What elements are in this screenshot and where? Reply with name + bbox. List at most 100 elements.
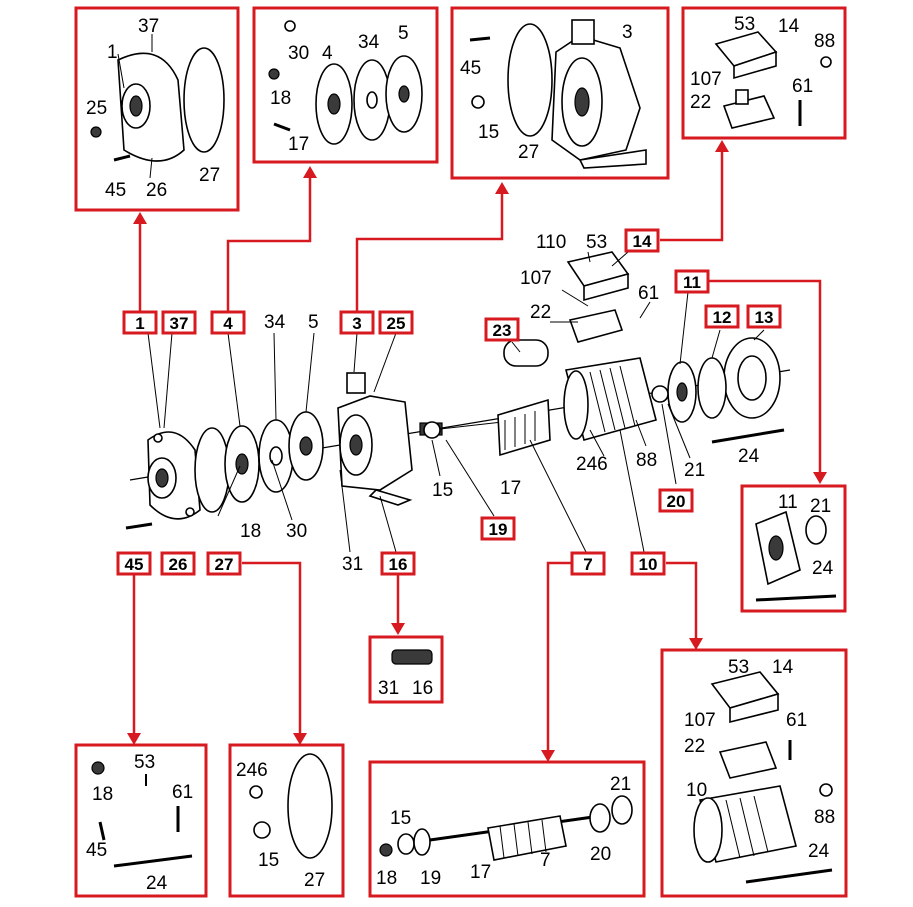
- label-246: 246: [576, 454, 608, 475]
- label-24: 24: [738, 446, 760, 467]
- part-box-4[interactable]: 4: [210, 310, 246, 335]
- svg-text:3: 3: [352, 314, 361, 333]
- label-18: 18: [240, 521, 261, 542]
- panel-pump-body-art: [469, 19, 647, 169]
- sp-label-61: 61: [172, 782, 193, 803]
- part-box-20[interactable]: 20: [658, 488, 694, 513]
- label-88: 88: [636, 450, 657, 471]
- capacitor-part[interactable]: [503, 339, 549, 367]
- part-box-13[interactable]: 13: [746, 304, 782, 329]
- connector-lines: [127, 140, 827, 762]
- gasket-ring[interactable]: [194, 427, 230, 513]
- terminal-box-part[interactable]: [566, 251, 630, 343]
- sl-label-15: 15: [258, 850, 279, 871]
- sl-label-246: 246: [236, 760, 268, 781]
- panel-motor-art: [693, 671, 833, 884]
- svg-text:14: 14: [633, 232, 652, 251]
- part-box-11[interactable]: 11: [674, 269, 710, 294]
- part-box-23[interactable]: 23: [484, 317, 520, 342]
- mt-label-24: 24: [808, 841, 830, 862]
- diffuser-part[interactable]: [258, 419, 294, 493]
- motor-body-part[interactable]: [563, 357, 657, 441]
- screw-part[interactable]: [125, 522, 153, 530]
- pump-body-part[interactable]: [337, 372, 413, 506]
- label-53: 53: [586, 232, 607, 253]
- sp-label-24: 24: [146, 873, 168, 894]
- stage-impeller-part[interactable]: [288, 411, 324, 481]
- part-box-37[interactable]: 37: [161, 310, 197, 335]
- rt-label-15: 15: [390, 808, 411, 829]
- panel-diffuser-art: [391, 649, 433, 665]
- rt-label-7: 7: [540, 850, 551, 871]
- df-label-16: 16: [412, 678, 433, 699]
- front-cover-part[interactable]: [147, 431, 201, 520]
- panel-rear-cover-art: [755, 510, 837, 602]
- part-box-45[interactable]: 45: [116, 551, 152, 576]
- imp-label-4: 4: [322, 43, 333, 64]
- svg-text:10: 10: [639, 555, 658, 574]
- fc-label-1: 1: [107, 42, 118, 63]
- sp-label-53: 53: [134, 752, 155, 773]
- part-box-3[interactable]: 3: [339, 310, 375, 335]
- part-box-7[interactable]: 7: [570, 551, 606, 576]
- part-box-25[interactable]: 25: [378, 310, 414, 335]
- fc-label-25: 25: [86, 98, 107, 119]
- label-17: 17: [500, 478, 521, 499]
- mt-label-107: 107: [684, 710, 716, 731]
- panel-rotor-art: [379, 795, 633, 861]
- imp-label-5: 5: [398, 23, 409, 44]
- part-box-26[interactable]: 26: [160, 551, 196, 576]
- panel-terminal-box-art: [714, 31, 832, 129]
- rotor-part[interactable]: [497, 398, 551, 457]
- part-box-12[interactable]: 12: [704, 304, 740, 329]
- rt-label-17: 17: [470, 862, 491, 883]
- pb-label-27: 27: [518, 142, 539, 163]
- rt-label-18: 18: [376, 868, 397, 889]
- rear-cover-part[interactable]: [667, 361, 697, 423]
- svg-text:25: 25: [387, 314, 406, 333]
- fan-cover-part[interactable]: [723, 337, 781, 419]
- label-110: 110: [536, 232, 566, 253]
- tb-label-14: 14: [778, 16, 800, 37]
- part-box-1[interactable]: 1: [122, 310, 158, 335]
- rt-label-21: 21: [610, 774, 631, 795]
- tie-rod-part[interactable]: [711, 428, 785, 444]
- label-21: 21: [684, 460, 705, 481]
- label-34: 34: [264, 312, 286, 333]
- svg-text:1: 1: [135, 314, 144, 333]
- svg-text:19: 19: [489, 520, 508, 539]
- part-box-27[interactable]: 27: [206, 551, 242, 576]
- label-22: 22: [530, 302, 551, 323]
- fc-label-27: 27: [199, 165, 220, 186]
- svg-text:7: 7: [583, 555, 592, 574]
- df-label-31: 31: [378, 678, 399, 699]
- imp-label-34: 34: [358, 32, 380, 53]
- label-30: 30: [286, 521, 307, 542]
- bearing-front-part[interactable]: [423, 421, 441, 439]
- svg-text:20: 20: [667, 492, 686, 511]
- label-107: 107: [520, 268, 552, 289]
- mt-label-61: 61: [786, 710, 807, 731]
- rc-label-21: 21: [810, 496, 831, 517]
- sp-label-18: 18: [92, 784, 113, 805]
- imp-label-30: 30: [288, 43, 309, 64]
- mt-label-22: 22: [684, 736, 705, 757]
- part-box-10[interactable]: 10: [630, 551, 666, 576]
- panel-impellers-art: [268, 20, 423, 145]
- part-box-14[interactable]: 14: [624, 228, 660, 253]
- pb-label-45: 45: [460, 58, 481, 79]
- svg-text:45: 45: [125, 555, 144, 574]
- label-15: 15: [432, 480, 453, 501]
- svg-text:26: 26: [169, 555, 188, 574]
- svg-text:37: 37: [170, 314, 189, 333]
- bearing-part[interactable]: [651, 385, 669, 403]
- svg-text:12: 12: [713, 308, 732, 327]
- panel-seals-art: [249, 753, 333, 859]
- part-box-16[interactable]: 16: [380, 551, 416, 576]
- imp-label-17: 17: [288, 134, 309, 155]
- fan-part[interactable]: [697, 357, 727, 419]
- impeller-part[interactable]: [224, 425, 260, 503]
- panel-diffuser[interactable]: [368, 635, 444, 704]
- part-box-19[interactable]: 19: [480, 516, 516, 541]
